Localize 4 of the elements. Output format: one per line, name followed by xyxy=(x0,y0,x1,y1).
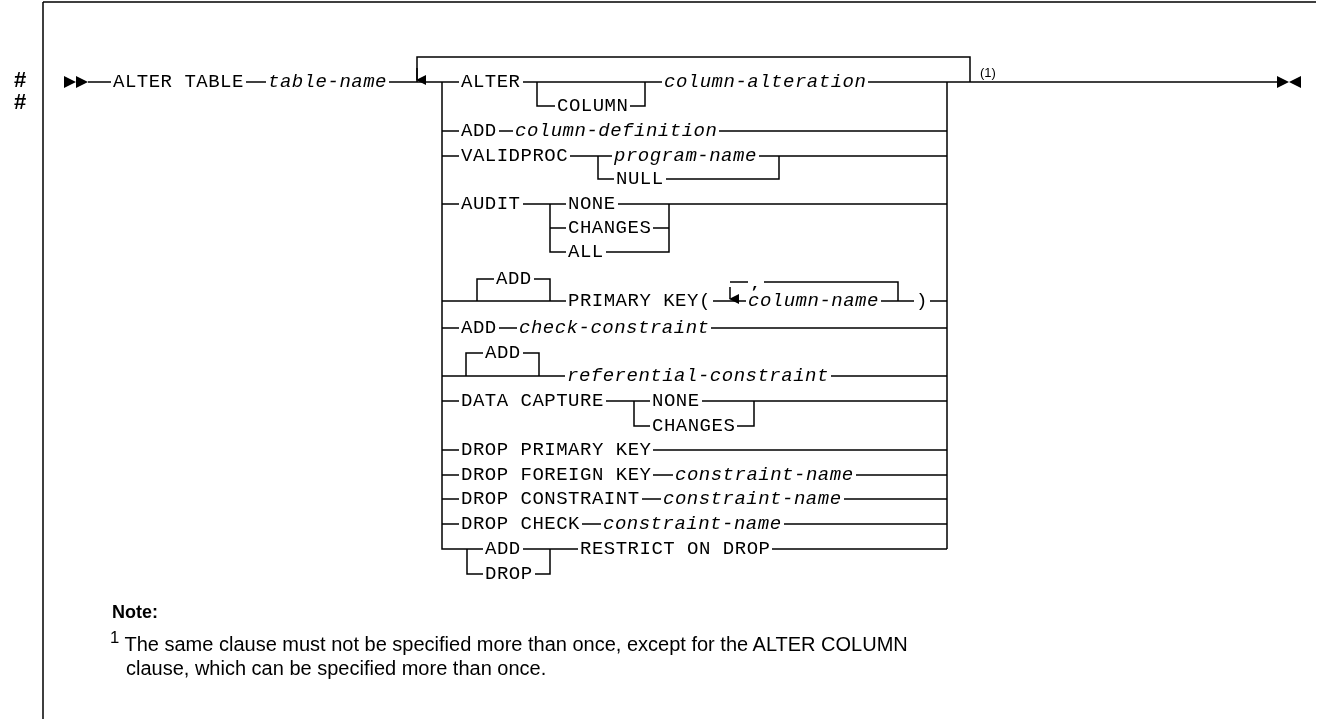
syntax-keyword: ) xyxy=(914,290,930,312)
syntax-keyword: PRIMARY KEY( xyxy=(566,290,713,312)
footnote-text: $^{1}$ The same clause must not be specified more than once, except for the ALTER COLUMN clause, which can be specified more than once. xyxy=(110,628,909,680)
note-reference: (1) xyxy=(978,65,998,80)
